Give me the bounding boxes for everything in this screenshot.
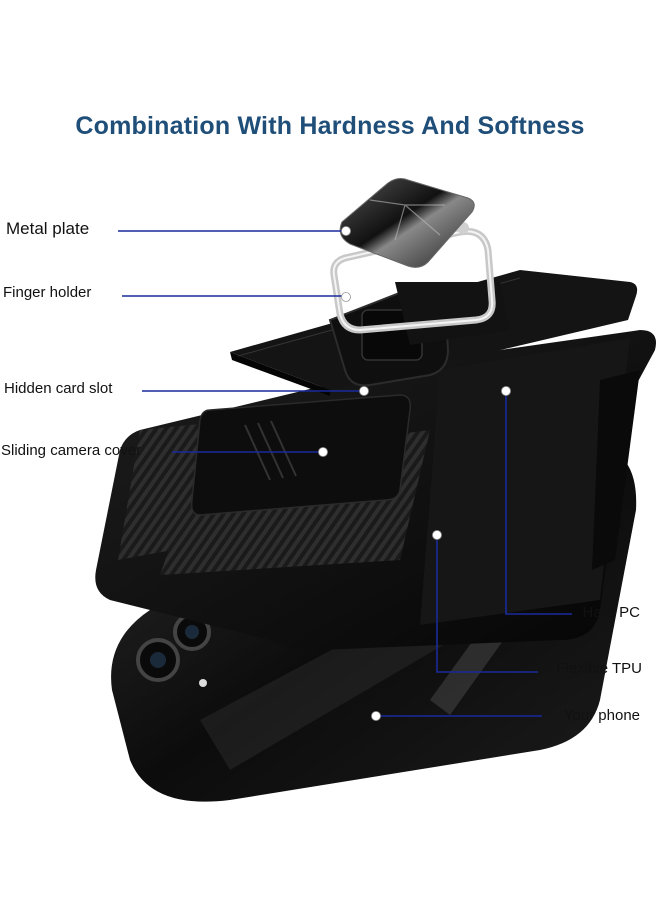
label-finger-holder: Finger holder [3, 284, 92, 301]
leader-hard-pc [505, 392, 572, 615]
page-title: Combination With Hardness And Softness [75, 112, 585, 140]
ring-holder-base [328, 282, 510, 387]
sliding-camera-cover [190, 394, 412, 516]
leader-lines [118, 230, 572, 717]
label-sliding-camera-cover: Sliding camera cover [1, 442, 142, 459]
dot-your-phone [371, 711, 381, 721]
metal-plate [339, 178, 475, 268]
label-metal-plate: Metal plate [6, 219, 90, 238]
leader-flexible-tpu [436, 535, 538, 673]
dot-sliding-camera-cover [318, 447, 328, 457]
label-hidden-card-slot: Hidden card slot [4, 380, 113, 397]
label-your-phone: Your phone [563, 707, 640, 724]
dot-hard-pc [501, 386, 511, 396]
dot-finger-holder [341, 292, 351, 302]
pointer-dots [318, 226, 511, 721]
label-flexible-tpu: Flexible TPU [556, 660, 642, 677]
dot-flexible-tpu [432, 530, 442, 540]
label-hard-pc: Hard PC [582, 604, 640, 621]
dot-hidden-card-slot [359, 386, 369, 396]
dot-metal-plate [341, 226, 351, 236]
